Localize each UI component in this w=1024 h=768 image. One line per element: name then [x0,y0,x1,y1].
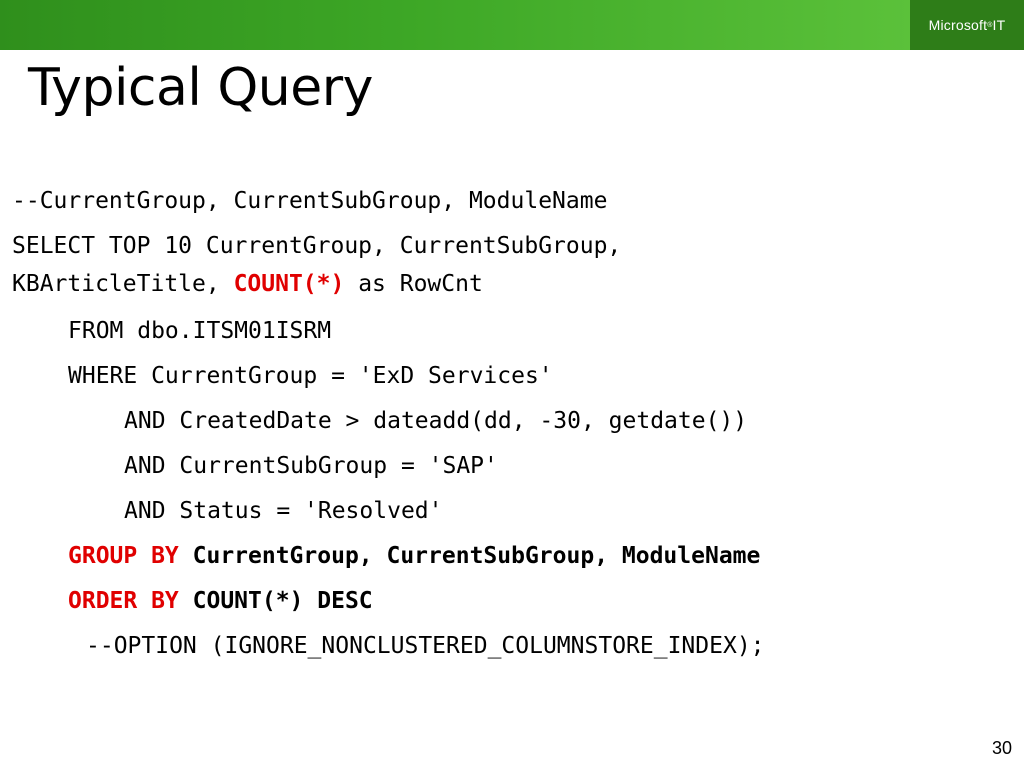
code-line-select-continued: KBArticleTitle, COUNT(*) as RowCnt [12,269,483,299]
brand-name: Microsoft [928,17,988,33]
code-line-from: FROM dbo.ITSM01ISRM [68,318,332,344]
code-line-where: WHERE CurrentGroup = 'ExD Services' [68,363,553,389]
code-line-order-by: ORDER BY COUNT(*) DESC [68,586,373,616]
slide-title: Typical Query [28,58,373,118]
code-line-and-createddate: AND CreatedDate > dateadd(dd, -30, getda… [124,408,748,434]
code-text: COUNT(*) DESC [178,588,373,614]
code-line-comment-columns: --CurrentGroup, CurrentSubGroup, ModuleN… [12,188,608,214]
group-by-keyword: GROUP BY [68,543,179,569]
brand-suffix: IT [992,17,1006,33]
code-text: CurrentGroup, CurrentSubGroup, ModuleNam… [178,543,761,569]
microsoft-it-logo: Microsoft® IT [910,0,1024,50]
code-line-and-status: AND Status = 'Resolved' [124,498,443,524]
header-bar [0,0,910,50]
count-keyword: COUNT(*) [233,271,345,297]
code-line-and-subgroup: AND CurrentSubGroup = 'SAP' [124,453,498,479]
order-by-keyword: ORDER BY [68,588,179,614]
page-number: 30 [991,738,1012,758]
code-line-group-by: GROUP BY CurrentGroup, CurrentSubGroup, … [68,541,760,571]
brand-registered-mark: ® [987,21,993,29]
code-text: as RowCnt [344,271,483,297]
code-text: KBArticleTitle, [12,271,234,297]
code-line-option-comment: --OPTION (IGNORE_NONCLUSTERED_COLUMNSTOR… [86,633,765,659]
code-line-select: SELECT TOP 10 CurrentGroup, CurrentSubGr… [12,233,622,259]
